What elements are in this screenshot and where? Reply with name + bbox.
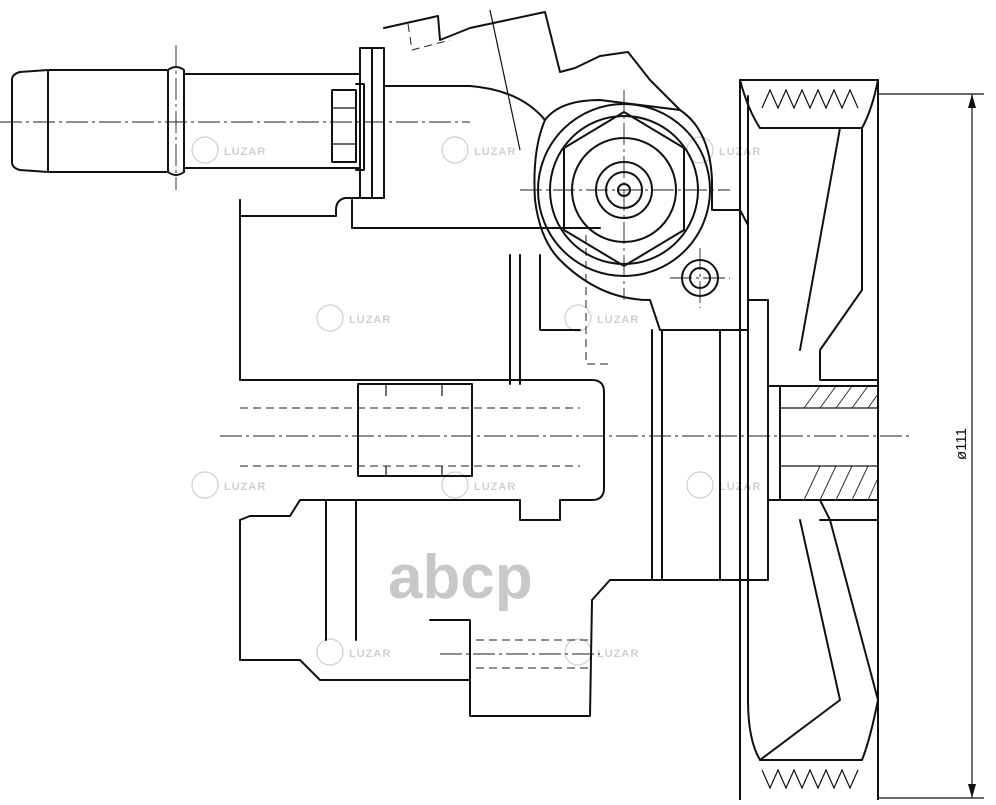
watermark-1: LUZAR <box>191 136 266 164</box>
top-housing <box>239 9 681 217</box>
watermark-10: LUZAR <box>564 638 639 666</box>
pump-body <box>239 199 661 717</box>
watermark-7: LUZAR <box>441 471 516 499</box>
watermark-2: LUZAR <box>441 136 516 164</box>
watermark-text-2: LUZAR <box>474 146 516 158</box>
watermark-9: LUZAR <box>316 638 391 666</box>
watermark-3: LUZAR <box>686 136 760 164</box>
pulley <box>739 79 879 801</box>
front-housing <box>651 299 781 581</box>
watermark-text-5: LUZAR <box>597 314 639 326</box>
inlet-pipe <box>0 45 470 190</box>
watermark-8: LUZAR <box>686 471 760 499</box>
pressure-port <box>520 90 749 331</box>
hub-hatching-bottom <box>803 465 879 501</box>
watermark-text-1: LUZAR <box>224 146 266 158</box>
watermark-text-6: LUZAR <box>224 481 266 493</box>
abcp-watermark: abcp <box>388 543 533 612</box>
diameter-dimension: ø111 <box>878 93 984 799</box>
watermarks: LUZAR LUZAR LUZAR LUZAR LUZAR LUZAR LUZA… <box>191 136 760 666</box>
watermark-text-10: LUZAR <box>597 648 639 660</box>
watermark-text-4: LUZAR <box>349 314 391 326</box>
dimension-arrow-bottom <box>968 784 976 798</box>
shaft-bore <box>220 383 912 477</box>
dimension-label: ø111 <box>953 428 970 460</box>
watermark-4: LUZAR <box>316 304 391 332</box>
watermark-6: LUZAR <box>191 471 266 499</box>
watermark-text-9: LUZAR <box>349 648 391 660</box>
inlet-flange <box>331 47 385 199</box>
hub-hatching-top <box>803 385 879 409</box>
dimension-arrow-top <box>968 94 976 108</box>
watermark-text-7: LUZAR <box>474 481 516 493</box>
watermark-5: LUZAR <box>564 304 639 332</box>
